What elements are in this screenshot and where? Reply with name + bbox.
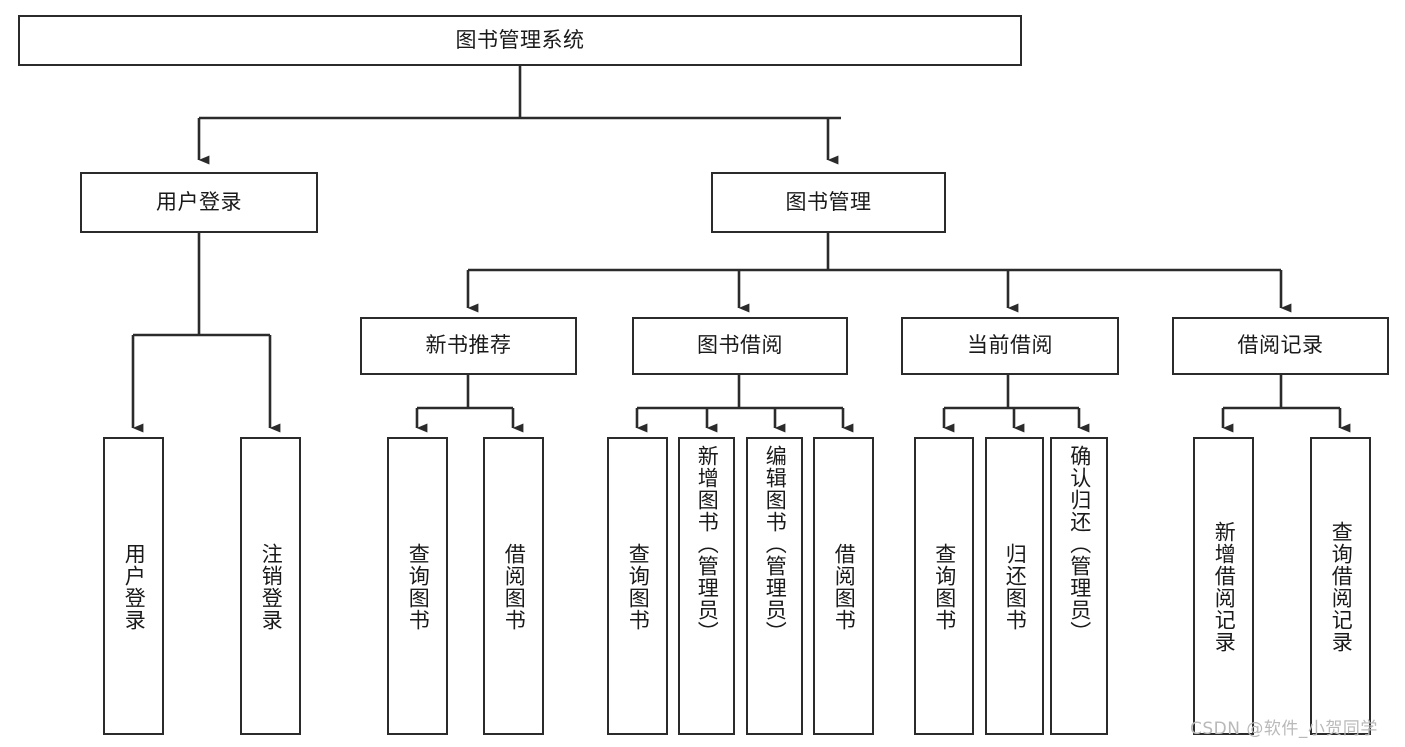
leaf-logout-login-label: 注销登录 xyxy=(259,543,284,631)
leaf-borrow-book-1-label: 借阅图书 xyxy=(502,543,527,631)
node-root-label: 图书管理系统 xyxy=(455,27,585,52)
leaf-confirm-return-label: 确认归还（管理员） xyxy=(1067,445,1092,643)
leaf-user-login[interactable]: 用户登录 xyxy=(103,437,164,735)
node-book-borrow[interactable]: 图书借阅 xyxy=(632,317,848,375)
leaf-add-record-label: 新增借阅记录 xyxy=(1212,521,1237,653)
leaf-query-book-2[interactable]: 查询图书 xyxy=(607,437,668,735)
leaf-query-record-label: 查询借阅记录 xyxy=(1329,521,1354,653)
node-user-login-label: 用户登录 xyxy=(156,189,242,214)
leaf-return-book[interactable]: 归还图书 xyxy=(985,437,1044,735)
node-book-management-label: 图书管理 xyxy=(785,189,872,214)
leaf-borrow-book-1[interactable]: 借阅图书 xyxy=(483,437,544,735)
leaf-query-record[interactable]: 查询借阅记录 xyxy=(1310,437,1371,735)
node-current-borrow-label: 当前借阅 xyxy=(967,333,1053,358)
leaf-query-book-2-label: 查询图书 xyxy=(626,543,651,631)
leaf-borrow-book-2[interactable]: 借阅图书 xyxy=(813,437,874,735)
node-new-book-recommend[interactable]: 新书推荐 xyxy=(360,317,577,375)
leaf-add-record[interactable]: 新增借阅记录 xyxy=(1193,437,1254,735)
leaf-user-login-label: 用户登录 xyxy=(122,543,147,631)
leaf-borrow-book-2-label: 借阅图书 xyxy=(832,543,857,631)
leaf-confirm-return[interactable]: 确认归还（管理员） xyxy=(1050,437,1108,735)
node-root[interactable]: 图书管理系统 xyxy=(18,15,1022,66)
leaf-logout-login[interactable]: 注销登录 xyxy=(240,437,301,735)
node-borrow-record[interactable]: 借阅记录 xyxy=(1172,317,1389,375)
node-borrow-record-label: 借阅记录 xyxy=(1237,333,1324,358)
leaf-return-book-label: 归还图书 xyxy=(1003,543,1028,631)
leaf-add-book-label: 新增图书（管理员） xyxy=(695,445,720,643)
leaf-add-book[interactable]: 新增图书（管理员） xyxy=(678,437,735,735)
watermark-text: CSDN @软件_小贺同学 xyxy=(1190,719,1378,739)
node-book-management[interactable]: 图书管理 xyxy=(711,172,946,233)
node-book-borrow-label: 图书借阅 xyxy=(697,333,783,358)
leaf-query-book-3[interactable]: 查询图书 xyxy=(914,437,974,735)
node-user-login[interactable]: 用户登录 xyxy=(80,172,318,233)
node-current-borrow[interactable]: 当前借阅 xyxy=(901,317,1119,375)
leaf-query-book-1-label: 查询图书 xyxy=(406,543,431,631)
node-new-book-recommend-label: 新书推荐 xyxy=(425,333,512,358)
leaf-query-book-1[interactable]: 查询图书 xyxy=(387,437,448,735)
leaf-edit-book[interactable]: 编辑图书（管理员） xyxy=(746,437,803,735)
leaf-query-book-3-label: 查询图书 xyxy=(932,543,957,631)
leaf-edit-book-label: 编辑图书（管理员） xyxy=(763,445,788,643)
